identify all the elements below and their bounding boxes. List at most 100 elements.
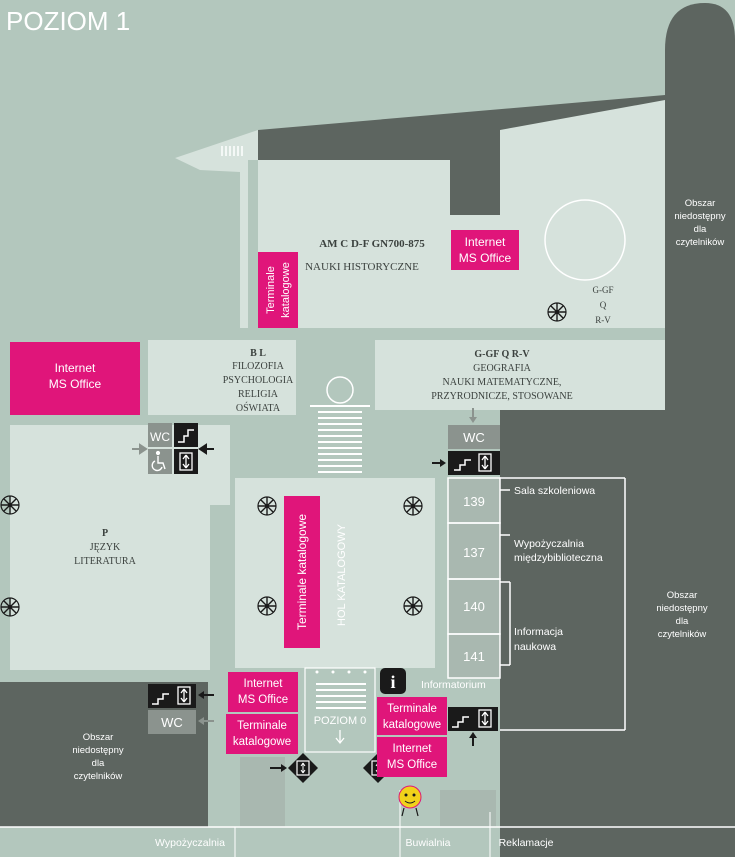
- svg-text:katalogowe: katalogowe: [383, 719, 441, 731]
- svg-text:Terminale: Terminale: [237, 720, 287, 732]
- svg-text:katalogowe: katalogowe: [280, 262, 292, 318]
- spiral-stairs-icon: [0, 597, 20, 617]
- stairs-icon: [454, 459, 471, 471]
- wc-label: WC: [161, 715, 183, 730]
- hall-catalog: [235, 478, 435, 668]
- arrow-icon: [469, 732, 477, 746]
- svg-text:MS Office: MS Office: [238, 694, 288, 706]
- svg-text:Obszar: Obszar: [685, 198, 716, 209]
- spiral-stairs-icon: [547, 302, 567, 322]
- room-number: 139: [463, 494, 485, 509]
- svg-text:dla: dla: [694, 224, 707, 235]
- buwialnia-label: Buwialnia: [406, 837, 451, 849]
- room-code: AM C D-F GN700-875: [319, 238, 425, 250]
- svg-text:RELIGIA: RELIGIA: [238, 389, 279, 400]
- internet-ms-office-left[interactable]: [10, 342, 140, 415]
- arrow-icon: [198, 691, 214, 725]
- internet-ms-office-top[interactable]: [451, 230, 519, 270]
- svg-text:Wypożyczalnia: Wypożyczalnia: [514, 538, 584, 550]
- stairs-central: [310, 405, 370, 473]
- terminale-katalogowe-bottom-left[interactable]: [226, 714, 298, 754]
- arrow-icon: [132, 443, 214, 455]
- svg-text:Terminale: Terminale: [265, 266, 277, 314]
- svg-text:dla: dla: [676, 616, 689, 627]
- wheelchair-icon: [151, 450, 166, 472]
- svg-text:niedostępny: niedostępny: [674, 211, 725, 222]
- room-name: NAUKI HISTORYCZNE: [305, 261, 419, 273]
- arrow-icon: [432, 408, 477, 467]
- spiral-stairs-icon: [257, 596, 277, 616]
- svg-text:niedostępny: niedostępny: [72, 745, 123, 756]
- svg-text:naukowa: naukowa: [514, 641, 556, 653]
- svg-text:Sala szkoleniowa: Sala szkoleniowa: [514, 485, 595, 497]
- hall-label: HOL KATALOGOWY: [336, 523, 348, 626]
- svg-text:FILOZOFIA: FILOZOFIA: [232, 361, 284, 372]
- room-geography: [375, 340, 665, 410]
- column-circle: [326, 376, 354, 404]
- info-icon: [380, 668, 406, 694]
- informatorium-label: Informatorium: [421, 679, 486, 691]
- svg-text:Informacja: Informacja: [514, 626, 563, 638]
- round-room: [544, 199, 626, 281]
- svg-text:PSYCHOLOGIA: PSYCHOLOGIA: [223, 375, 294, 386]
- elevator-icon: [179, 452, 193, 471]
- svg-text:niedostępny: niedostępny: [656, 603, 707, 614]
- elevator-icon: [177, 686, 191, 705]
- elevator-icon: [478, 709, 492, 728]
- svg-text:czytelników: czytelników: [676, 237, 725, 248]
- svg-text:katalogowe: katalogowe: [233, 736, 291, 748]
- room-code: B L: [250, 348, 266, 359]
- wypozyczalnia-label: Wypożyczalnia: [155, 837, 225, 849]
- svg-text:R-V: R-V: [595, 315, 611, 325]
- poziom0-label: POZIOM 0: [314, 715, 367, 727]
- stairs-icon: [452, 716, 469, 728]
- internet-ms-office-bottom-left[interactable]: [228, 672, 298, 712]
- spiral-stairs-icon: [403, 596, 423, 616]
- svg-text:Internet: Internet: [393, 743, 433, 755]
- restricted-area-top: [258, 50, 665, 215]
- terminale-katalogowe-hall[interactable]: [284, 496, 320, 648]
- stairs-icon: [152, 693, 169, 705]
- svg-text:Obszar: Obszar: [667, 590, 698, 601]
- terminale-katalogowe-top[interactable]: [258, 252, 298, 328]
- stairs-marks-top: [221, 146, 243, 156]
- svg-text:Terminale: Terminale: [387, 703, 437, 715]
- mascot-icon: [398, 785, 422, 817]
- svg-text:czytelników: czytelników: [74, 771, 123, 782]
- svg-text:LITERATURA: LITERATURA: [74, 556, 136, 567]
- rooms-column: [448, 478, 500, 678]
- svg-text:OŚWIATA: OŚWIATA: [236, 402, 281, 414]
- elevator-icon: [288, 753, 318, 783]
- elevator-icon: [478, 453, 492, 472]
- info-icon-glyph: i: [390, 672, 395, 692]
- svg-text:NAUKI MATEMATYCZNE,: NAUKI MATEMATYCZNE,: [443, 377, 562, 388]
- svg-text:dla: dla: [92, 758, 105, 769]
- room-number: 141: [463, 649, 485, 664]
- wc-label: WC: [150, 430, 170, 444]
- arrow-down-icon: [335, 730, 345, 745]
- svg-text:PRZYRODNICZE, STOSOWANE: PRZYRODNICZE, STOSOWANE: [431, 391, 573, 402]
- entrance-wedge: [175, 130, 258, 328]
- stairs-icon: [178, 429, 194, 443]
- room-philosophy: [148, 340, 296, 415]
- svg-text:GEOGRAFIA: GEOGRAFIA: [473, 363, 532, 374]
- svg-text:MS Office: MS Office: [459, 251, 512, 265]
- wc-label: WC: [463, 430, 485, 445]
- svg-text:JĘZYK: JĘZYK: [90, 542, 121, 553]
- spiral-stairs-icon: [0, 495, 20, 515]
- svg-text:Obszar: Obszar: [83, 732, 114, 743]
- restricted-area-middle: [500, 340, 665, 857]
- room-code: P: [102, 528, 108, 539]
- spiral-stairs-icon: [403, 496, 423, 516]
- internet-ms-office-bottom-right[interactable]: [377, 737, 447, 777]
- reklamacje-label: Reklamacje: [499, 837, 554, 849]
- restricted-area-right: [665, 3, 735, 857]
- svg-text:MS Office: MS Office: [387, 759, 437, 771]
- svg-text:Q: Q: [600, 300, 607, 310]
- svg-text:Internet: Internet: [244, 678, 284, 690]
- svg-text:Internet: Internet: [465, 235, 506, 249]
- svg-text:Terminale katalogowe: Terminale katalogowe: [295, 514, 309, 630]
- terminale-katalogowe-bottom-right[interactable]: [377, 697, 447, 735]
- svg-text:MS Office: MS Office: [49, 377, 102, 391]
